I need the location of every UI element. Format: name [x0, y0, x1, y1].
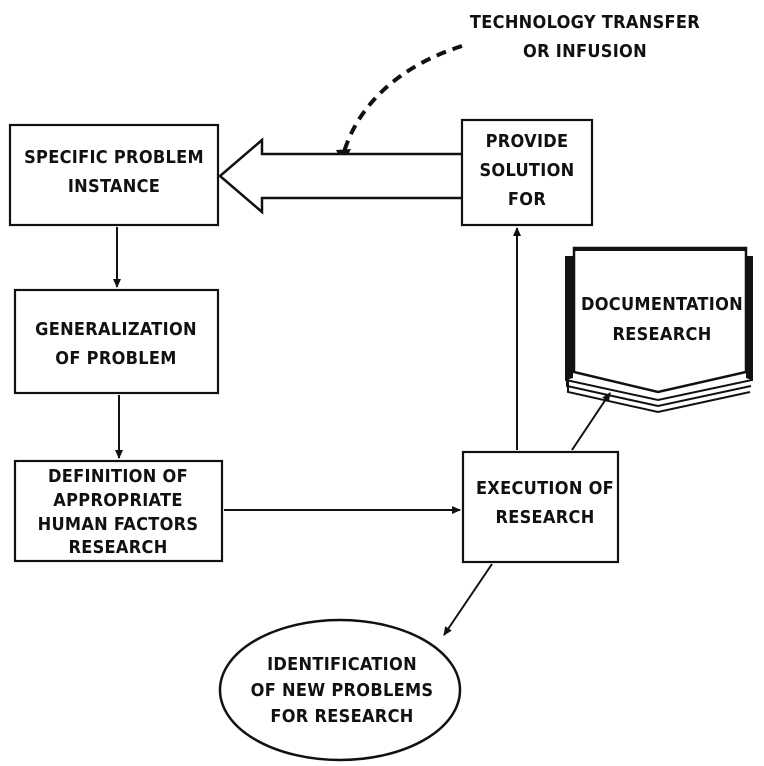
generalization-box: GENERALIZATION OF PROBLEM — [13, 288, 220, 395]
provide-solution-line-2: SOLUTION — [479, 160, 574, 181]
execution-of-research-box: EXECUTION OF RESEARCH — [461, 450, 620, 564]
solution-transfer-arrow — [218, 137, 462, 215]
annotation-line-1: TECHNOLOGY TRANSFER — [470, 12, 700, 33]
dashed-transfer-arrow — [336, 44, 463, 164]
generalization-line-1: GENERALIZATION — [35, 319, 197, 340]
definition-line-4: RESEARCH — [68, 537, 167, 558]
documentation-line-1: DOCUMENTATION — [581, 294, 743, 315]
specific-problem-instance-box: SPECIFIC PROBLEM INSTANCE — [8, 123, 220, 227]
definition-line-2: APPROPRIATE — [53, 490, 182, 511]
identification-ellipse: IDENTIFICATION OF NEW PROBLEMS FOR RESEA… — [218, 618, 462, 762]
identification-line-3: FOR RESEARCH — [270, 706, 413, 727]
definition-line-1: DEFINITION OF — [48, 466, 188, 487]
documentation-book: DOCUMENTATION RESEARCH — [565, 246, 753, 414]
provide-solution-line-3: FOR — [508, 189, 546, 210]
arrow-execution-to-identification — [443, 563, 493, 636]
arrow-execution-to-documentation — [571, 392, 611, 451]
provide-solution-box: PROVIDE SOLUTION FOR — [460, 118, 594, 227]
identification-line-1: IDENTIFICATION — [267, 654, 417, 675]
execution-line-1: EXECUTION OF — [476, 478, 614, 499]
definition-research-box: DEFINITION OF APPROPRIATE HUMAN FACTORS … — [13, 459, 224, 563]
provide-solution-line-1: PROVIDE — [486, 131, 569, 152]
specific-problem-line-2: INSTANCE — [68, 176, 160, 197]
specific-problem-line-1: SPECIFIC PROBLEM — [24, 147, 204, 168]
generalization-line-2: OF PROBLEM — [55, 348, 176, 369]
technology-transfer-annotation: TECHNOLOGY TRANSFER OR INFUSION — [470, 12, 700, 62]
documentation-line-2: RESEARCH — [612, 324, 711, 345]
definition-line-3: HUMAN FACTORS — [38, 514, 199, 535]
execution-line-2: RESEARCH — [495, 507, 594, 528]
annotation-line-2: OR INFUSION — [523, 41, 647, 62]
identification-line-2: OF NEW PROBLEMS — [251, 680, 434, 701]
